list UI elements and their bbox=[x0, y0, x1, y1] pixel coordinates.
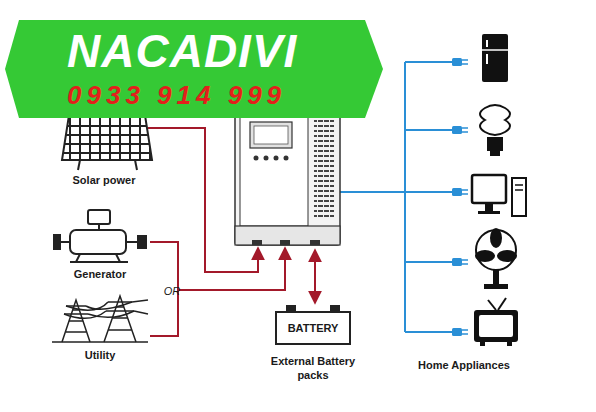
utility-towers bbox=[52, 296, 148, 342]
source-label: Solar power bbox=[73, 174, 136, 186]
or-label: OR bbox=[164, 285, 181, 297]
battery-body: BATTERY bbox=[275, 311, 351, 345]
source-icon: Utility bbox=[85, 349, 116, 361]
light-bulb bbox=[480, 105, 510, 155]
plug-symbol bbox=[452, 58, 468, 66]
battery-box: BATTERY External Battery packs bbox=[253, 311, 373, 383]
section-label: Home Appliances bbox=[418, 359, 510, 371]
brand-name: NACADIVI bbox=[67, 24, 297, 78]
computer bbox=[472, 175, 526, 216]
refrigerator bbox=[482, 34, 508, 82]
plug-symbols bbox=[452, 58, 468, 336]
battery-label: BATTERY bbox=[288, 322, 339, 334]
brand-banner: NACADIVI0933 914 999 bbox=[5, 20, 385, 118]
source-icon: Generator bbox=[74, 268, 127, 280]
source-label: Utility bbox=[85, 349, 116, 361]
source-icon: Solar power bbox=[73, 174, 136, 186]
plug-symbol bbox=[452, 328, 468, 336]
fan bbox=[475, 228, 517, 289]
generator-symbol bbox=[54, 210, 146, 262]
television bbox=[474, 298, 518, 346]
battery-caption: External Battery packs bbox=[265, 354, 361, 383]
plug-symbol bbox=[452, 126, 468, 134]
source-label: Generator bbox=[74, 268, 127, 280]
phone-number: 0933 914 999 bbox=[67, 80, 286, 111]
plug-symbol bbox=[452, 258, 468, 266]
plug-symbol bbox=[452, 188, 468, 196]
